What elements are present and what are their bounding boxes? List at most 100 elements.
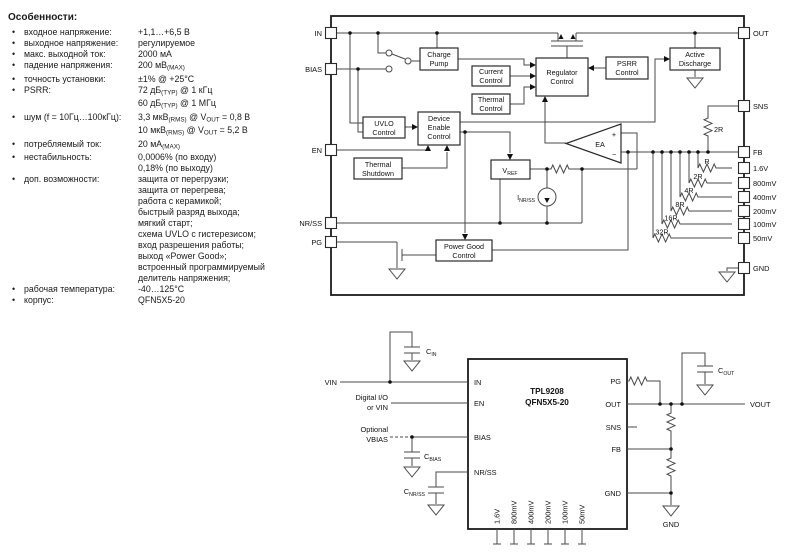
pin-label-200mv: 200mV [753, 207, 776, 216]
block-label: Discharge [679, 59, 711, 68]
pin-label-fb: FB [753, 148, 763, 157]
resistor-label: 2R [714, 125, 723, 134]
ground-symbol [717, 271, 737, 283]
app-ic-pin-labels: IN EN BIAS NR/SS PG OUT SNS FB GND 1.6V … [474, 377, 621, 524]
nrss-current-source [537, 187, 557, 207]
app-circuit-wires [340, 331, 745, 545]
feature-value: QFN5X5-20 [138, 295, 185, 305]
pin-label-pg: PG [610, 377, 621, 386]
feature-value: работа с керамикой; [138, 196, 222, 206]
block-diagram: Charge Pump Current Control Thermal Cont… [299, 15, 776, 296]
feature-row: •рабочая температура:-40…125°C [8, 284, 338, 295]
feature-row: 0,18% (по выходу) [8, 163, 338, 174]
pin-label-50mv: 50mV [753, 234, 772, 243]
pin-label-in: IN [474, 378, 481, 387]
feature-row: •выходное напряжение:регулируемое [8, 38, 338, 49]
block-label: Control [550, 77, 574, 86]
block-label: Control [452, 251, 476, 260]
block-label: UVLO [374, 119, 394, 128]
feature-row: работа с керамикой; [8, 196, 338, 207]
block-psrr-control: PSRR Control [605, 56, 649, 80]
feature-value: вход разрешения работы; [138, 240, 245, 250]
feature-row: защита от перегрева; [8, 185, 338, 196]
ic-part-number: TPL9208 [530, 387, 564, 396]
feature-row: • входное напряжение: +1,1…+6,5 В [8, 27, 338, 38]
ic-package: QFN5X5-20 [525, 398, 569, 407]
block-charge-pump: Charge Pump [419, 47, 459, 71]
pin-label-nrss: NR/SS [474, 468, 497, 477]
inrss-label: INR/SS [517, 193, 535, 204]
vbias-label: Optional [360, 425, 388, 434]
feature-value: 2000 мА [138, 49, 172, 59]
block-label: Control [372, 128, 396, 137]
bullet: • [12, 295, 16, 305]
feature-row: встроенный программируемый [8, 262, 338, 273]
feature-row: быстрый разряд выхода; [8, 207, 338, 218]
feature-row: •макс. выходной ток:2000 мА [8, 49, 338, 60]
block-thermal-control: Thermal Control [471, 93, 511, 115]
pin-label-200mv: 200mV [544, 501, 553, 524]
feature-value: 3,3 мкВ(RMS) @ VOUT = 0,8 В [138, 111, 251, 124]
feature-value: 0,18% (по выходу) [138, 163, 213, 173]
feature-value: +1,1…+6,5 В [138, 27, 190, 37]
ground-symbol [661, 505, 681, 517]
pin-label-in: IN [315, 29, 322, 38]
pin-label-800mv: 800mV [510, 501, 519, 524]
pin-label-gnd: GND [753, 264, 769, 273]
feature-row: •PSRR:72 дБ(TYP) @ 1 кГц [8, 85, 338, 99]
bullet: • [12, 174, 16, 184]
bullet: • [12, 27, 16, 37]
en-source-label: or VIN [367, 403, 388, 412]
switch-contact-bias [385, 65, 393, 73]
feature-value: 200 мВ(MAX) [138, 60, 185, 72]
feature-label: точность установки: [24, 73, 106, 84]
feature-value: выход «Power Good»; [138, 251, 227, 261]
junction-dots [388, 380, 684, 495]
feature-row: выход «Power Good»; [8, 251, 338, 262]
block-label: Charge [427, 50, 451, 59]
ea-minus: − [612, 150, 616, 159]
ground-symbol [387, 268, 407, 280]
block-device-enable-control: Device Enable Control [417, 111, 461, 146]
vin-label: VIN [325, 378, 337, 387]
pin-label-bias: BIAS [305, 65, 322, 74]
block-regulator-control: Regulator Control [535, 57, 589, 97]
bullet: • [12, 49, 16, 59]
pin-label-sns: SNS [753, 102, 768, 111]
block-label: Enable [428, 123, 450, 132]
features-panel: Особенности: •входное напряжение:+1,1…+6… [8, 12, 338, 306]
pin-label-en: EN [474, 399, 484, 408]
feature-row: •падение напряжения:200 мВ(MAX) [8, 60, 338, 74]
cnrss-label: CNR/SS [404, 487, 426, 498]
block-label: Current [479, 67, 503, 76]
ground-symbol [402, 360, 422, 372]
switch-pole [404, 57, 412, 65]
pin-label-en: EN [312, 146, 322, 155]
vref-label: VREF [502, 166, 517, 177]
feature-label: входное напряжение: [24, 27, 112, 37]
feature-value: ±1% @ +25°C [138, 73, 195, 84]
resistor-labels: 2R R 2R 4R 8R 16R 32R [655, 125, 723, 237]
feature-row: •шум (f = 10Гц…100кГц):3,3 мкВ(RMS) @ VO… [8, 112, 338, 126]
block-power-good-control: Power Good Control [435, 239, 493, 262]
feature-value: мягкий старт; [138, 218, 193, 228]
feature-value: встроенный программируемый [138, 262, 265, 272]
feature-row: •корпус:QFN5X5-20 [8, 295, 338, 306]
feature-value: 60 дБ(TYP) @ 1 МГц [138, 98, 216, 110]
block-diagram-wires [337, 31, 738, 283]
bullet: • [12, 152, 16, 162]
pin-label-100mv: 100mV [561, 501, 570, 524]
feature-value: регулируемое [138, 38, 196, 48]
resistor-label: R [704, 157, 709, 166]
feature-row: •потребляемый ток:20 мА(MAX) [8, 139, 338, 153]
feature-row: вход разрешения работы; [8, 240, 338, 251]
block-current-control: Current Control [471, 65, 511, 87]
block-label: Control [427, 132, 451, 141]
pin-label-out: OUT [605, 400, 621, 409]
feature-label: нестабильность: [24, 152, 92, 162]
feature-value: делитель напряжения; [138, 273, 231, 283]
cin-label: CIN [426, 347, 437, 358]
junction-dots [348, 31, 710, 225]
bullet: • [12, 60, 16, 70]
